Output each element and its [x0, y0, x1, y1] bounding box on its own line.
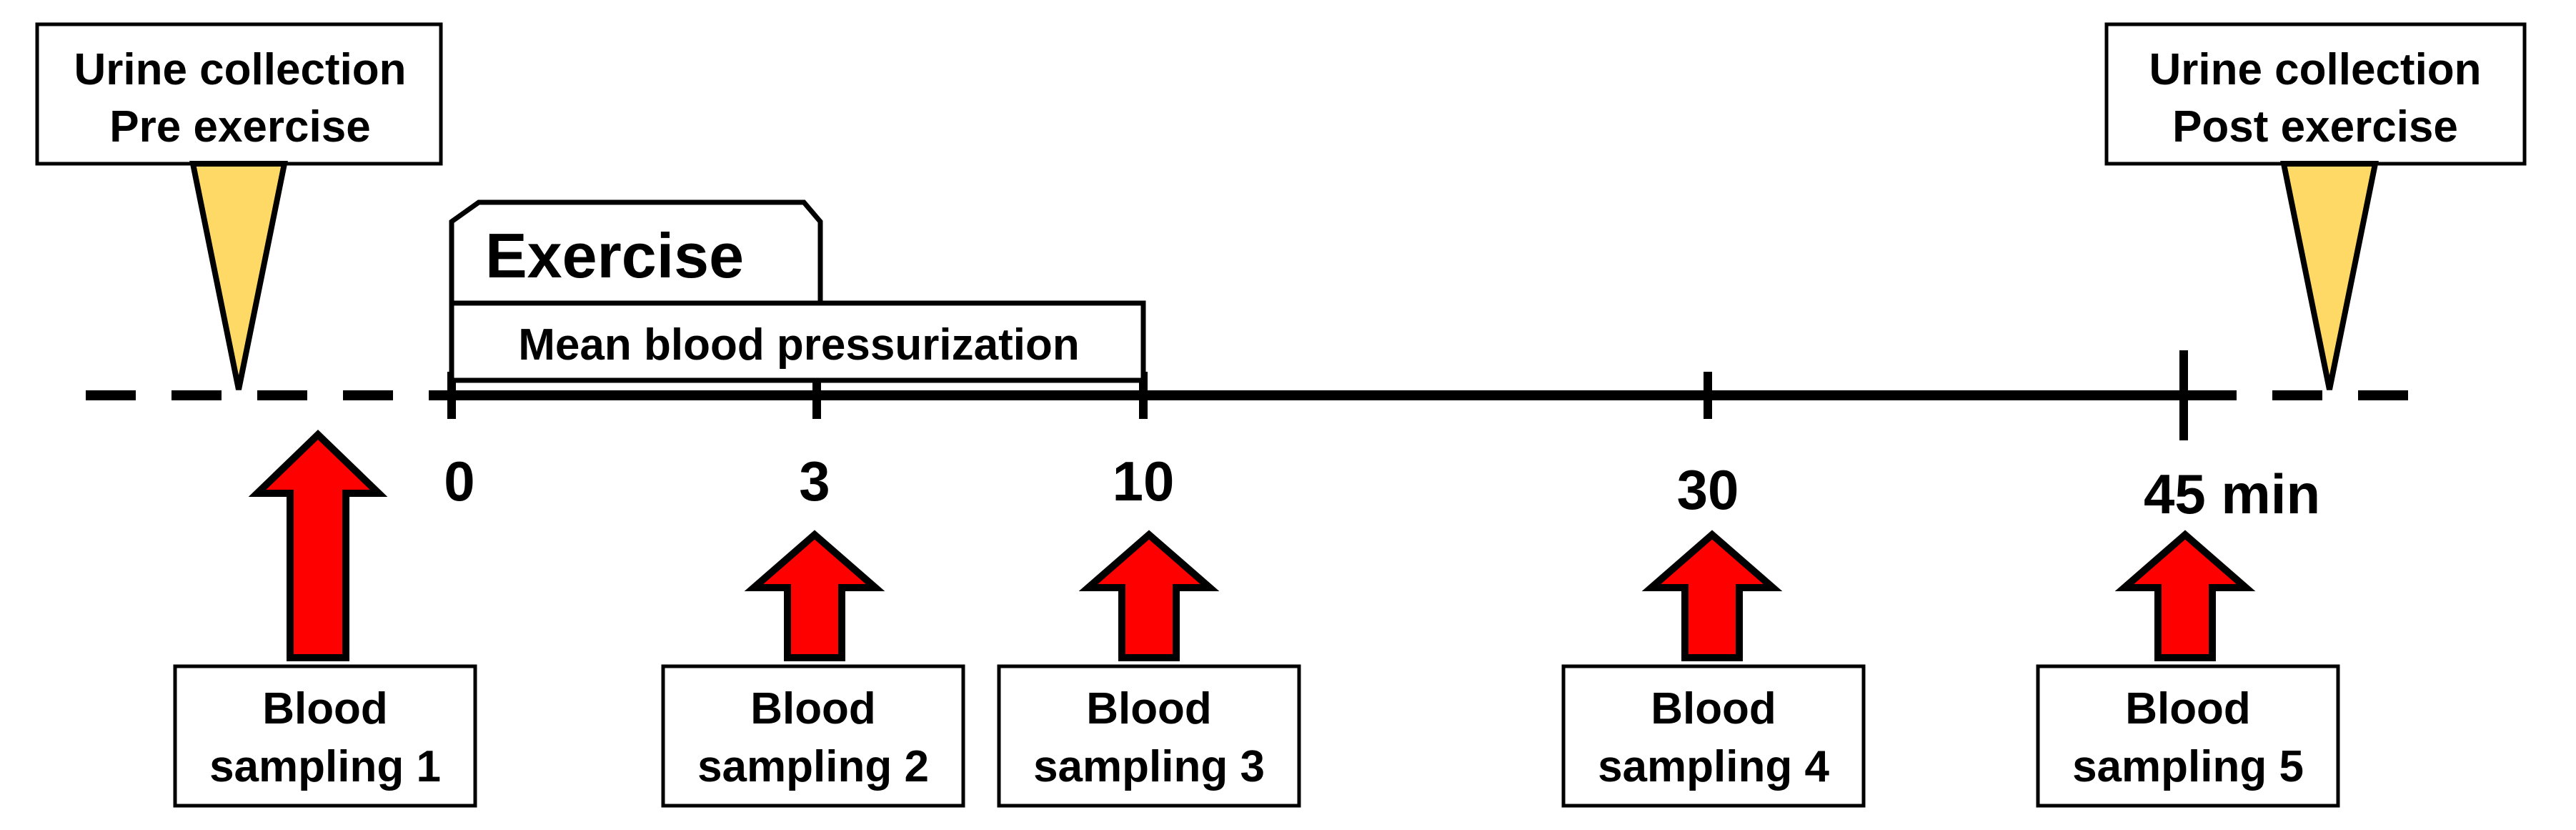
- arrow-up-icon: [744, 530, 885, 661]
- pressurization-box: [449, 300, 1146, 383]
- urine-post-group: Urine collection Post exercise: [2104, 22, 2527, 390]
- urine-post-box: [2104, 22, 2527, 166]
- blood-sampling-3-group: Blood sampling 3: [997, 530, 1301, 808]
- blood-sampling-1-line2: sampling 1: [209, 742, 441, 791]
- blood-sampling-2-box: [661, 664, 965, 808]
- pressurization-label: Mean blood pressurization: [518, 320, 1079, 370]
- blood-sampling-2-group: Blood sampling 2: [661, 530, 965, 808]
- blood-sampling-5-line1: Blood: [2125, 684, 2251, 733]
- blood-sampling-5-group: Blood sampling 5: [2036, 530, 2340, 808]
- urine-post-marker-icon: [2280, 161, 2379, 390]
- blood-sampling-4-group: Blood sampling 4: [1561, 530, 1866, 808]
- urine-pre-marker-icon: [189, 161, 288, 390]
- blood-sampling-3-line1: Blood: [1086, 684, 1212, 733]
- blood-sampling-1-line1: Blood: [262, 684, 388, 733]
- blood-sampling-5-box: [2036, 664, 2340, 808]
- blood-sampling-4-box: [1561, 664, 1866, 808]
- urine-post-line1: Urine collection: [2149, 45, 2481, 94]
- tick-label-30: 30: [1677, 458, 1739, 521]
- arrow-up-icon: [1641, 530, 1783, 661]
- urine-pre-group: Urine collection Pre exercise: [35, 22, 443, 390]
- urine-post-line2: Post exercise: [2172, 102, 2458, 152]
- arrow-up-icon: [2114, 530, 2256, 661]
- blood-sampling-3-box: [997, 664, 1301, 808]
- tick-label-10: 10: [1113, 450, 1175, 513]
- exercise-label: Exercise: [485, 220, 744, 291]
- arrow-up-icon: [1078, 530, 1220, 661]
- urine-pre-line1: Urine collection: [74, 45, 406, 94]
- exercise-box: [449, 199, 823, 303]
- blood-sampling-1-group: Blood sampling 1: [173, 430, 477, 808]
- arrow-up-icon: [248, 430, 388, 661]
- blood-sampling-2-line1: Blood: [750, 684, 876, 733]
- blood-sampling-3-line2: sampling 3: [1033, 742, 1265, 791]
- tick-label-45: 45 min: [2144, 463, 2320, 525]
- blood-sampling-2-line2: sampling 2: [697, 742, 929, 791]
- tick-label-3: 3: [799, 450, 830, 513]
- blood-sampling-1-box: [173, 664, 477, 808]
- blood-sampling-5-line2: sampling 5: [2072, 742, 2304, 791]
- urine-pre-box: [35, 22, 443, 166]
- urine-pre-line2: Pre exercise: [109, 102, 370, 152]
- blood-sampling-4-line2: sampling 4: [1598, 742, 1829, 791]
- blood-sampling-4-line1: Blood: [1651, 684, 1776, 733]
- tick-label-0: 0: [444, 450, 474, 513]
